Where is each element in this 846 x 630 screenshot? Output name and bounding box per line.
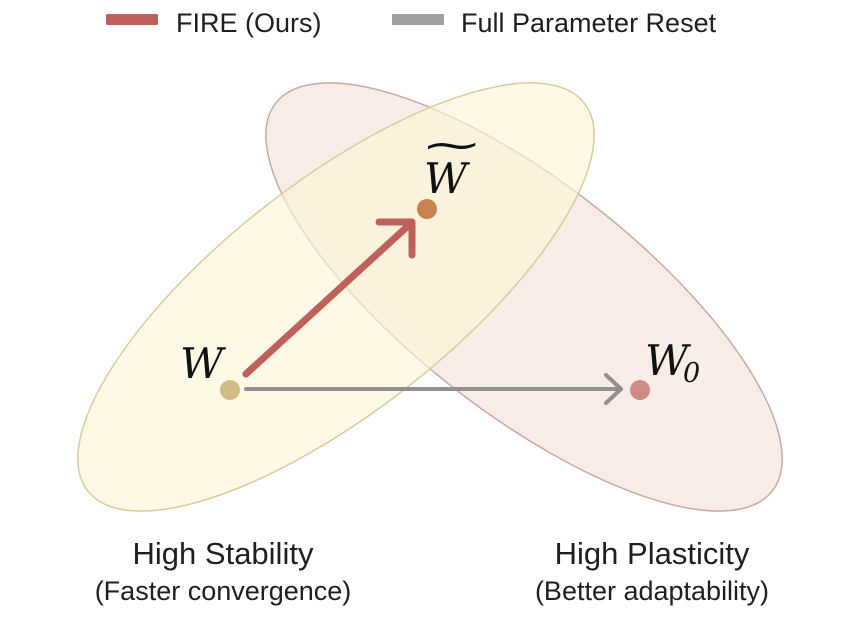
fire-arrowhead-shape — [375, 218, 416, 259]
region-captions: High Stability (Faster convergence) High… — [95, 536, 769, 606]
stability-subtitle: (Faster convergence) — [95, 576, 352, 606]
legend: FIRE (Ours) Full Parameter Reset — [106, 8, 717, 38]
label-w-tilde: W — [424, 154, 471, 203]
nodes: W ~ W W 0 — [180, 123, 700, 400]
edges — [242, 218, 623, 405]
label-w: W — [180, 339, 227, 388]
plasticity-subtitle: (Better adaptability) — [535, 576, 769, 606]
reset-arrowhead-shape — [604, 373, 623, 405]
plasticity-title: High Plasticity — [555, 536, 750, 571]
label-w-tilde-accent: ~ — [420, 123, 483, 169]
label-w0-subscript: 0 — [683, 358, 700, 389]
node-w0 — [630, 380, 650, 400]
legend-swatch-reset — [392, 14, 444, 25]
node-w-tilde — [417, 199, 437, 219]
stability-title: High Stability — [133, 536, 314, 571]
legend-swatch-fire — [106, 14, 158, 25]
legend-label-reset: Full Parameter Reset — [461, 8, 717, 38]
node-w — [220, 380, 240, 400]
label-w0: W — [645, 336, 692, 385]
regions — [77, 82, 783, 512]
fire-arrow — [242, 221, 413, 378]
legend-label-fire: FIRE (Ours) — [176, 8, 322, 38]
